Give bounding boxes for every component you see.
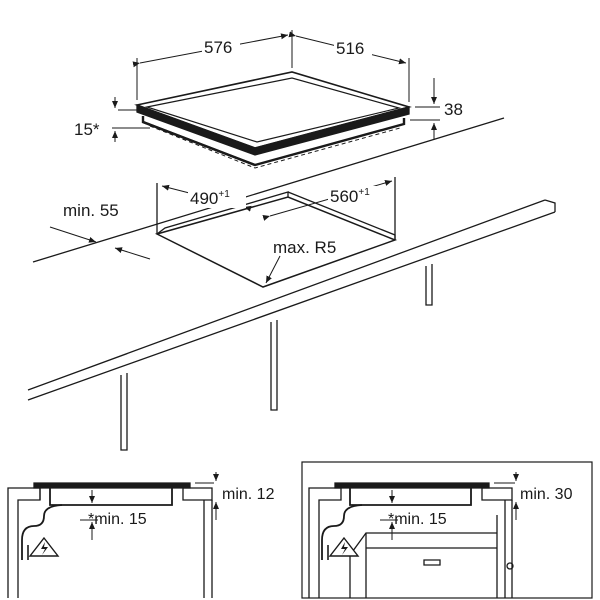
cutout-width-label: 560+1: [330, 187, 370, 206]
detail-left-bottom-clearance: *min. 15: [88, 511, 147, 528]
cutout-depth-label: 490+1: [190, 189, 230, 208]
detail-left-dimensions: [80, 472, 219, 540]
front-clearance-label: min. 55: [63, 201, 119, 220]
hob-3d-drawing: [112, 71, 412, 169]
detail-left-top-clearance: min. 12: [222, 486, 275, 503]
detail-right-drawing: [308, 482, 514, 598]
hob-width-label: 576: [204, 38, 232, 57]
hob-height-label: 38: [444, 100, 463, 119]
detail-right-dimensions: [380, 472, 519, 540]
worktop-drawing: [27, 117, 556, 451]
corner-radius-label: max. R5: [273, 238, 336, 257]
hob-lip-label: 15*: [74, 120, 100, 139]
detail-right-frame: [301, 461, 593, 599]
detail-left-drawing: [7, 482, 213, 598]
detail-right-bottom-clearance: *min. 15: [388, 511, 447, 528]
hob-depth-label: 516: [336, 39, 364, 58]
electric-hazard-icon: [28, 536, 60, 557]
detail-right-top-clearance: min. 30: [520, 486, 573, 503]
electric-hazard-icon: [328, 536, 360, 557]
